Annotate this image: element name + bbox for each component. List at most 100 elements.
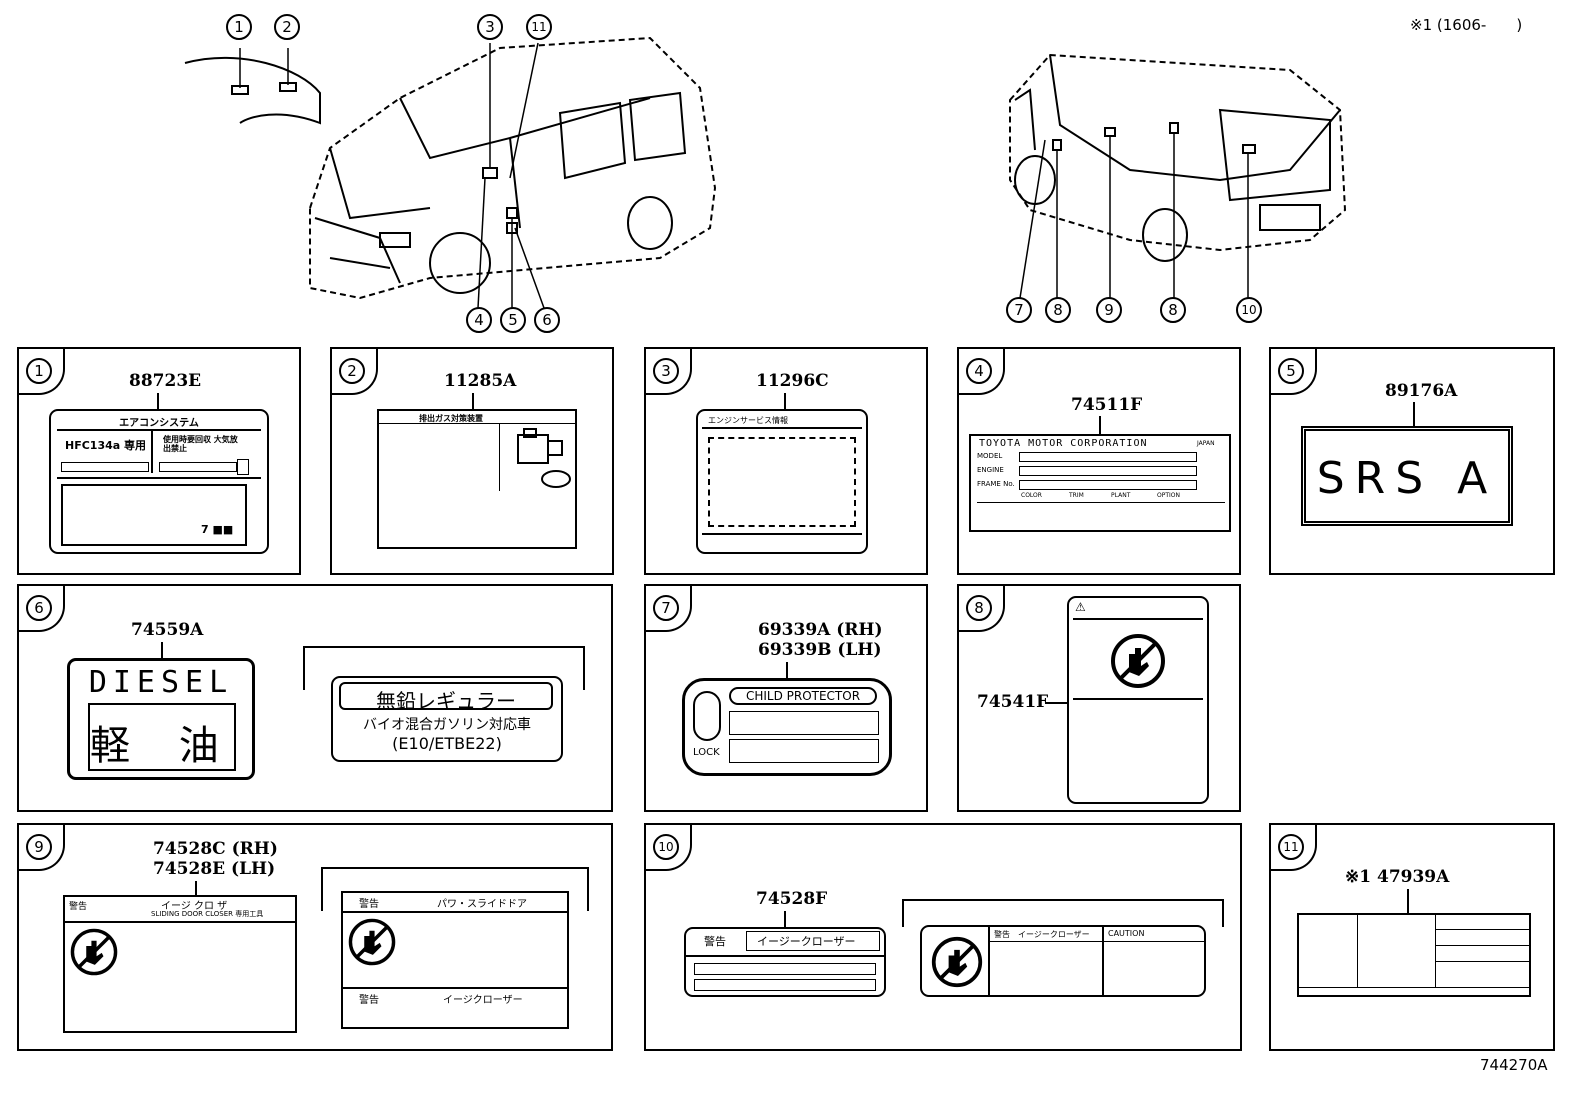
part-number[interactable]: ※1 47939A <box>1345 867 1450 887</box>
easy-closer-caution-label: 警告 イージークローザー CAUTION <box>920 925 1206 997</box>
divider <box>988 941 1204 942</box>
blank-field <box>237 459 249 475</box>
callout-5[interactable]: 5 <box>500 307 526 333</box>
diesel-label-graphic: DIESEL 軽 油 <box>67 658 255 780</box>
leader-line <box>786 662 788 678</box>
sdc-text: SLIDING DOOR CLOSER 専用工具 <box>151 910 264 918</box>
divider <box>1435 929 1529 930</box>
frame-label: FRAME No. <box>977 480 1015 488</box>
callout-6[interactable]: 6 <box>534 307 560 333</box>
divider <box>151 429 153 473</box>
blank-field <box>694 979 876 991</box>
panel-number: 10 <box>653 834 679 860</box>
van-front-illustration <box>184 36 717 309</box>
panel-tab <box>1271 825 1317 871</box>
aircon-label-graphic: エアコンシステム HFC134a 専用 使用時要回収 大気放出禁止 7 ■■ <box>49 409 269 554</box>
panel-number: 8 <box>966 595 992 621</box>
leader-line <box>1099 416 1101 434</box>
part-number-lh[interactable]: 74528E (LH) <box>153 859 276 879</box>
info-label-graphic <box>1297 913 1531 997</box>
leader-line <box>1045 702 1067 704</box>
srs-label-graphic: SRS A <box>1301 426 1513 526</box>
panel-number: 5 <box>1278 358 1304 384</box>
divider <box>343 911 567 913</box>
divider <box>57 477 261 479</box>
callout-2[interactable]: 2 <box>274 14 300 40</box>
unleaded-text: 無鉛レギュラー <box>376 689 516 713</box>
emission-title: 排出ガス対策装置 <box>419 414 483 423</box>
divider <box>1073 698 1203 700</box>
panel-2-emission-label: 2 11285A 排出ガス対策装置 <box>330 347 614 575</box>
panel-number: 2 <box>339 358 365 384</box>
divider <box>1299 987 1529 988</box>
panel-9-sliding-door-labels: 9 74528C (RH) 74528E (LH) 警告 イージ クロ ザ SL… <box>17 823 613 1051</box>
panel-tab <box>646 825 692 871</box>
easy-closer-text: イージ クロ ザ <box>161 901 228 912</box>
callout-9[interactable]: 9 <box>1096 297 1122 323</box>
part-number[interactable]: 88723E <box>129 371 202 391</box>
unleaded-label-graphic: 無鉛レギュラー バイオ混合ガソリン対応車 (E10/ETBE22) <box>331 676 563 762</box>
blank-field <box>61 462 149 472</box>
footnote-code: ※1 (1606- ) <box>1410 16 1523 34</box>
leader-line <box>1413 402 1415 426</box>
leader-line <box>157 393 159 409</box>
panel-1-aircon-label: 1 88723E エアコンシステム HFC134a 専用 使用時要回収 大気放出… <box>17 347 301 575</box>
no-hand-icon <box>1111 634 1165 688</box>
power-slide-door-label: 警告 パワ・スライドドア 警告 イージクローザー <box>341 891 569 1029</box>
panel-tab <box>1271 349 1317 395</box>
warning-text: 警告 <box>359 995 379 1006</box>
frame-field <box>1019 480 1197 490</box>
part-number[interactable]: 74559A <box>131 620 204 640</box>
child-protector-box: CHILD PROTECTOR <box>729 687 877 705</box>
blank-field <box>729 711 879 735</box>
panel-tab <box>332 349 378 395</box>
panel-tab <box>646 349 692 395</box>
divider <box>379 423 575 424</box>
part-number[interactable]: 11285A <box>444 371 517 391</box>
diesel-kanji: 軽 油 <box>90 723 237 769</box>
sliding-door-closer-label: 警告 イージ クロ ザ SLIDING DOOR CLOSER 専用工具 <box>63 895 297 1033</box>
callout-4[interactable]: 4 <box>466 307 492 333</box>
part-number-lh[interactable]: 69339B (LH) <box>758 640 882 660</box>
panel-7-child-protector: 7 69339A (RH) 69339B (LH) LOCK CHILD PRO… <box>644 584 928 812</box>
callout-11[interactable]: 11 <box>526 14 552 40</box>
divider <box>702 533 862 535</box>
panel-4-vin-plate: 4 74511F TOYOTA MOTOR CORPORATION JAPAN … <box>957 347 1241 575</box>
engine-field <box>1019 466 1197 476</box>
panel-number: 3 <box>653 358 679 384</box>
qty-box: 7 ■■ <box>201 523 234 536</box>
part-number-rh[interactable]: 69339A (RH) <box>758 620 883 640</box>
blank-field <box>61 484 247 546</box>
panel-number: 4 <box>966 358 992 384</box>
part-number-rh[interactable]: 74528C (RH) <box>153 839 278 859</box>
callout-10[interactable]: 10 <box>1236 297 1262 323</box>
panel-10-easy-closer-labels: 10 74528F 警告 イージークローザー 警告 イージークローザー CAUT… <box>644 823 1242 1051</box>
part-number[interactable]: 74511F <box>1071 395 1143 415</box>
part-number[interactable]: 74541F <box>977 692 1049 712</box>
callout-8b[interactable]: 8 <box>1160 297 1186 323</box>
model-field <box>1019 452 1197 462</box>
callout-1[interactable]: 1 <box>226 14 252 40</box>
child-protector-text: CHILD PROTECTOR <box>745 689 861 703</box>
part-number[interactable]: 11296C <box>756 371 829 391</box>
callout-8a[interactable]: 8 <box>1045 297 1071 323</box>
e10-text: (E10/ETBE22) <box>392 734 502 753</box>
divider <box>57 429 261 431</box>
engine-service-label-graphic: エンジンサービス情報 <box>696 409 868 554</box>
lock-switch-icon <box>693 691 721 741</box>
panel-5-srs-label: 5 89176A SRS A <box>1269 347 1555 575</box>
panel-tab <box>646 586 692 632</box>
diesel-text: DIESEL <box>88 665 234 700</box>
easy-closer-box: イージークローザー <box>746 931 880 951</box>
callout-7[interactable]: 7 <box>1006 297 1032 323</box>
part-number[interactable]: 89176A <box>1385 381 1458 401</box>
trim-label: TRIM <box>1069 492 1084 499</box>
divider <box>686 955 884 957</box>
leader-line <box>784 393 786 409</box>
callout-3[interactable]: 3 <box>477 14 503 40</box>
emission-label-graphic: 排出ガス対策装置 <box>377 409 577 549</box>
panel-tab <box>959 586 1005 632</box>
part-number[interactable]: 74528F <box>756 889 828 909</box>
unleaded-box: 無鉛レギュラー <box>339 682 553 713</box>
panel-8-warning-label: 8 74541F ⚠ <box>957 584 1241 812</box>
